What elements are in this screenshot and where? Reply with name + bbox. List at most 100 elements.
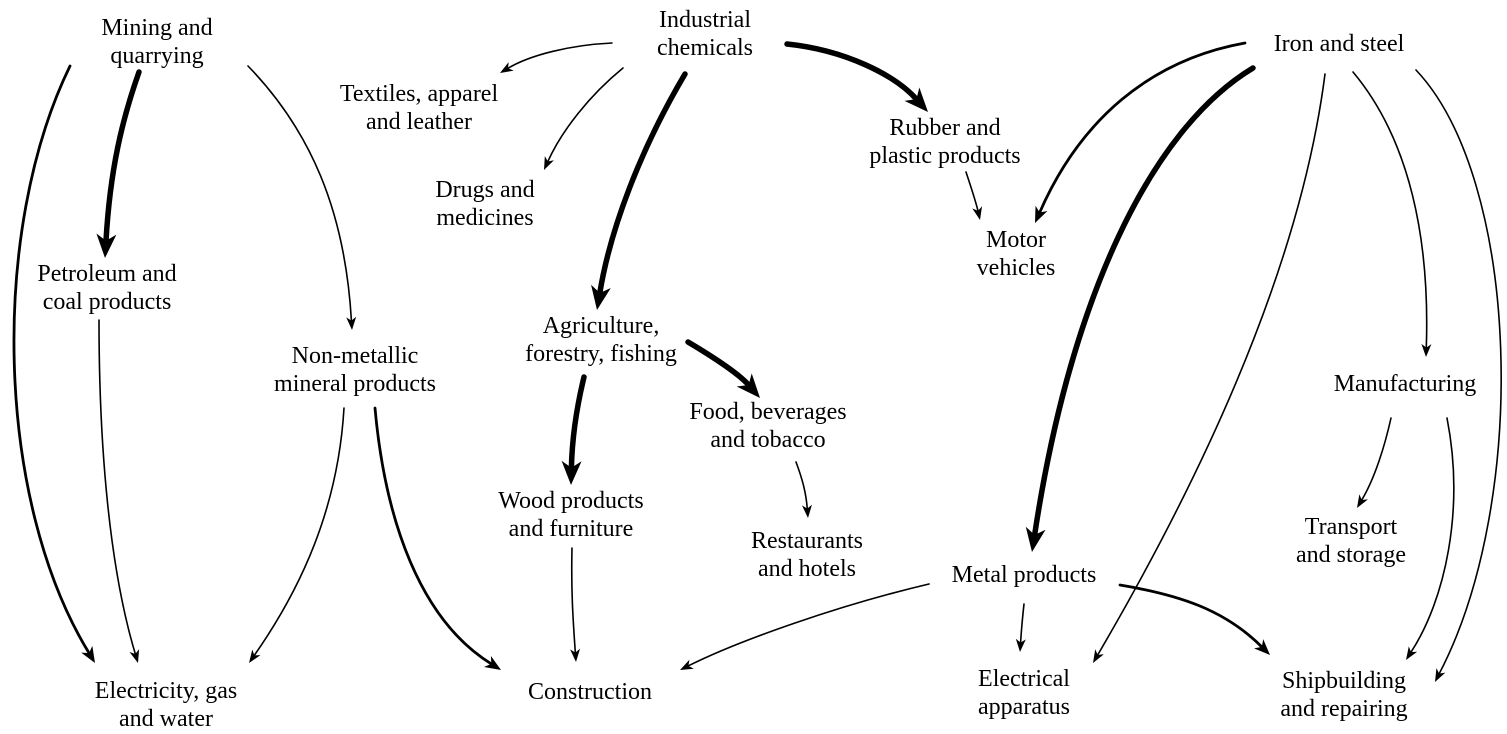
edge-line (1410, 417, 1455, 654)
edge-nonmetallic-to-construction (373, 406, 501, 670)
edge-chemicals-to-textiles (500, 42, 613, 73)
edge-line (685, 339, 752, 389)
node-label-line: Construction (528, 679, 652, 705)
edge-rubber-to-motor (965, 171, 983, 220)
node-label-line: vehicles (976, 255, 1056, 281)
arrowhead (96, 233, 117, 258)
node-label-line: medicines (436, 205, 534, 231)
edge-agriculture-to-wood (561, 374, 587, 485)
arrowhead (736, 373, 760, 398)
node-label-line: Motor (985, 227, 1046, 253)
edge-petroleum-to-electricity (98, 319, 140, 663)
node-label-line: apparatus (978, 694, 1070, 720)
node-label-line: and storage (1296, 542, 1406, 568)
edge-iron-to-motor (1035, 41, 1247, 223)
node-label-line: mineral products (274, 371, 436, 397)
edge-iron-to-manufacturing (1352, 71, 1432, 357)
edge-line (253, 407, 345, 657)
node-label-line: Electrical (978, 666, 1070, 692)
arrowhead (1435, 668, 1446, 682)
edge-line (12, 64, 91, 655)
edge-chemicals-to-rubber (784, 41, 928, 112)
node-electricity-gas-and-water: Electricity, gas and water (95, 677, 237, 733)
edge-line (1415, 69, 1502, 675)
arrowhead (801, 504, 812, 518)
node-label-line: quarrying (110, 43, 204, 69)
edge-line (1352, 71, 1428, 349)
edge-chemicals-to-agriculture (591, 71, 688, 310)
node-label-line: Rubber and (889, 115, 1001, 141)
node-label-line: Iron and steel (1273, 31, 1405, 57)
node-label-line: plastic products (869, 143, 1021, 169)
node-manufacturing: Manufacturing (1334, 370, 1477, 398)
node-industrial-chemicals: Industrial chemicals (657, 6, 753, 62)
edge-line (965, 171, 979, 212)
edge-mining-to-electricity (12, 64, 95, 663)
edge-manufacturing-to-transport (1357, 417, 1392, 508)
node-drugs-and-medicines: Drugs and medicines (435, 176, 534, 232)
arrowhead (81, 645, 95, 663)
node-label-line: Non-metallic (291, 343, 419, 369)
edge-chemicals-to-drugs (544, 67, 624, 170)
node-wood-products-and-furniture: Wood products and furniture (498, 487, 643, 543)
edge-metal-to-shipbuilding (1118, 583, 1270, 655)
arrowhead (1421, 343, 1432, 357)
arrowhead (561, 460, 582, 485)
node-label-line: and repairing (1280, 696, 1408, 722)
edge-line (784, 41, 920, 103)
node-label-line: Textiles, apparel (339, 81, 499, 107)
edge-line (795, 461, 809, 510)
node-construction: Construction (528, 678, 652, 706)
arrowhead (484, 655, 501, 670)
node-label-line: Drugs and (435, 177, 535, 203)
arrowhead (249, 649, 261, 663)
edge-line (247, 65, 353, 322)
node-textiles-apparel-and-leather: Textiles, apparel and leather (340, 80, 498, 136)
node-transport-and-storage: Transport and storage (1296, 513, 1406, 569)
node-shipbuilding-and-repairing: Shipbuilding and repairing (1280, 667, 1407, 723)
arrowhead (1406, 646, 1418, 660)
node-agriculture-forestry-fishing: Agriculture, forestry, fishing (525, 312, 677, 368)
edge-line (568, 374, 587, 471)
edge-line (687, 583, 930, 667)
edge-line (546, 67, 624, 163)
arrowhead (680, 659, 694, 670)
arrowhead (346, 316, 357, 330)
edge-line (1031, 65, 1256, 539)
arrowhead (1025, 526, 1046, 552)
edge-line (103, 69, 142, 244)
node-non-metallic-mineral-products: Non-metallic mineral products (274, 342, 436, 398)
node-motor-vehicles: Motor vehicles (977, 226, 1056, 282)
edge-line (1360, 417, 1392, 501)
edge-mining-to-nonmetallic (247, 65, 357, 330)
node-label-line: Manufacturing (1333, 371, 1477, 397)
edge-iron-to-electrical (1093, 73, 1326, 663)
node-rubber-and-plastic-products: Rubber and plastic products (869, 114, 1020, 170)
node-label-line: chemicals (657, 35, 753, 61)
arrowhead (1015, 638, 1026, 652)
edge-manufacturing-to-shipbuilding (1406, 417, 1455, 660)
edge-line (1019, 603, 1025, 644)
edge-line (1096, 73, 1326, 656)
node-metal-products: Metal products (952, 561, 1097, 589)
edge-wood-to-construction (570, 547, 581, 662)
node-petroleum-and-coal-products: Petroleum and coal products (37, 260, 176, 316)
arrowhead (129, 649, 140, 663)
edge-mining-to-petroleum (96, 69, 142, 258)
edge-line (1038, 41, 1247, 215)
node-label-line: and furniture (508, 516, 634, 542)
edge-line (1118, 583, 1264, 649)
node-label-line: Shipbuilding (1281, 668, 1407, 694)
edge-agriculture-to-food (685, 339, 760, 398)
arrowhead (500, 62, 514, 73)
edge-nonmetallic-to-electricity (249, 407, 345, 663)
node-label-line: coal products (42, 289, 172, 315)
node-label-line: Electricity, gas (94, 678, 238, 704)
node-label-line: Mining and (101, 15, 213, 41)
arrowhead (1035, 205, 1048, 223)
arrowhead (904, 87, 928, 112)
arrowhead (1357, 494, 1368, 508)
node-label-line: and leather (366, 109, 472, 135)
edge-line (98, 319, 137, 656)
